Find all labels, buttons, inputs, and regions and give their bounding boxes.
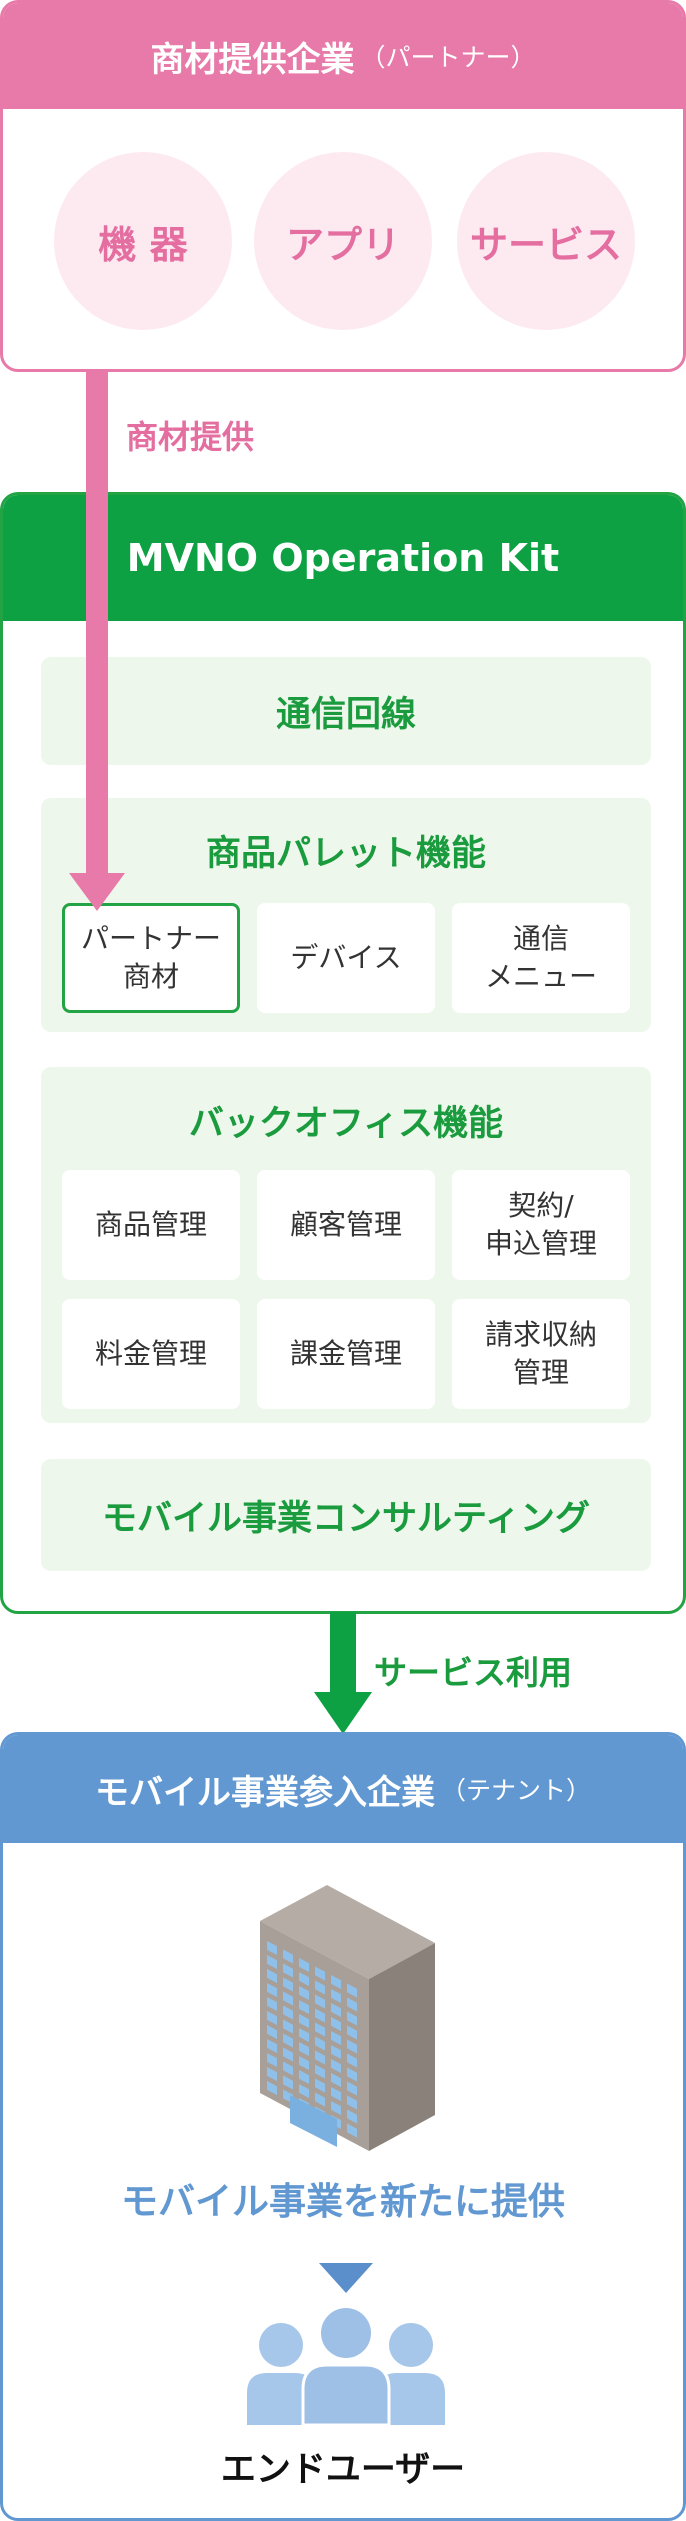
card-device: デバイス: [257, 903, 435, 1013]
partner-header: 商材提供企業（パートナー）: [3, 3, 683, 109]
partner-item-device: 機 器: [54, 152, 232, 330]
consulting-panel: モバイル事業コンサルティング: [41, 1459, 651, 1571]
backoffice-title: バックオフィス機能: [188, 1104, 504, 1144]
card-menu: 通信メニュー: [452, 903, 630, 1013]
card-contract-mgmt: 契約/申込管理: [452, 1170, 630, 1280]
supply-arrow-head: [69, 873, 125, 911]
card-invoice-mgmt: 請求収納管理: [452, 1299, 630, 1409]
card-partner-goods: パートナー商材: [62, 903, 240, 1013]
partner-box: 商材提供企業（パートナー） 機 器 アプリ サービス: [0, 0, 686, 372]
tenant-header: モバイル事業参入企業（テナント）: [3, 1735, 683, 1843]
line-label: 通信回線: [275, 694, 416, 735]
card-billing-mgmt: 課金管理: [257, 1299, 435, 1409]
supply-label: 商材提供: [126, 418, 255, 456]
new-business-label: モバイル事業を新たに提供: [121, 2180, 565, 2223]
service-use-label: サービス利用: [374, 1653, 572, 1692]
service-arrow: [330, 1612, 356, 1694]
partner-title-note: （パートナー）: [360, 43, 536, 72]
card-line: 管理: [512, 1356, 569, 1389]
card-line: デバイス: [290, 941, 402, 975]
card-line: 課金管理: [289, 1337, 402, 1371]
users-icon: [247, 2308, 445, 2425]
card-line: 料金管理: [94, 1337, 207, 1371]
tenant-title: モバイル事業参入企業: [94, 1772, 435, 1813]
tenant-box: モバイル事業参入企業（テナント） モバイル事業を新たに提供 エンドユーザー: [0, 1732, 686, 2521]
card-line: 契約/: [508, 1189, 574, 1223]
tenant-title-note: （テナント）: [440, 1776, 591, 1805]
down-arrow-icon: [319, 2263, 373, 2293]
card-line: 申込管理: [484, 1227, 597, 1260]
card-line: メニュー: [484, 960, 597, 993]
service-arrow-head: [314, 1692, 372, 1734]
palette-panel: 商品パレット機能 パートナー商材 デバイス 通信メニュー: [41, 798, 651, 1032]
kit-box: MVNO Operation Kit 通信回線 商品パレット機能 パートナー商材…: [0, 492, 686, 1614]
consulting-label: モバイル事業コンサルティング: [102, 1498, 590, 1539]
partner-item-service: サービス: [457, 152, 635, 330]
backoffice-panel: バックオフィス機能 商品管理 顧客管理 契約/申込管理 料金管理 課金管理 請求…: [41, 1067, 651, 1423]
card-customer-mgmt: 顧客管理: [257, 1170, 435, 1280]
partner-item-app: アプリ: [254, 152, 432, 330]
partner-title: 商材提供企業: [150, 39, 355, 80]
end-user-label: エンドユーザー: [220, 2450, 466, 2490]
palette-title: 商品パレット機能: [205, 834, 486, 874]
card-line: 通信: [512, 922, 569, 956]
card-line: パートナー: [80, 922, 221, 956]
card-line: 商材: [122, 960, 179, 993]
card-fee-mgmt: 料金管理: [62, 1299, 240, 1409]
building-icon: [260, 1885, 435, 2151]
kit-title: MVNO Operation Kit: [3, 495, 683, 621]
card-product-mgmt: 商品管理: [62, 1170, 240, 1280]
card-line: 請求収納: [484, 1318, 597, 1352]
card-line: 商品管理: [94, 1208, 207, 1242]
line-panel: 通信回線: [41, 657, 651, 765]
card-line: 顧客管理: [289, 1208, 402, 1242]
supply-arrow: [86, 370, 108, 873]
